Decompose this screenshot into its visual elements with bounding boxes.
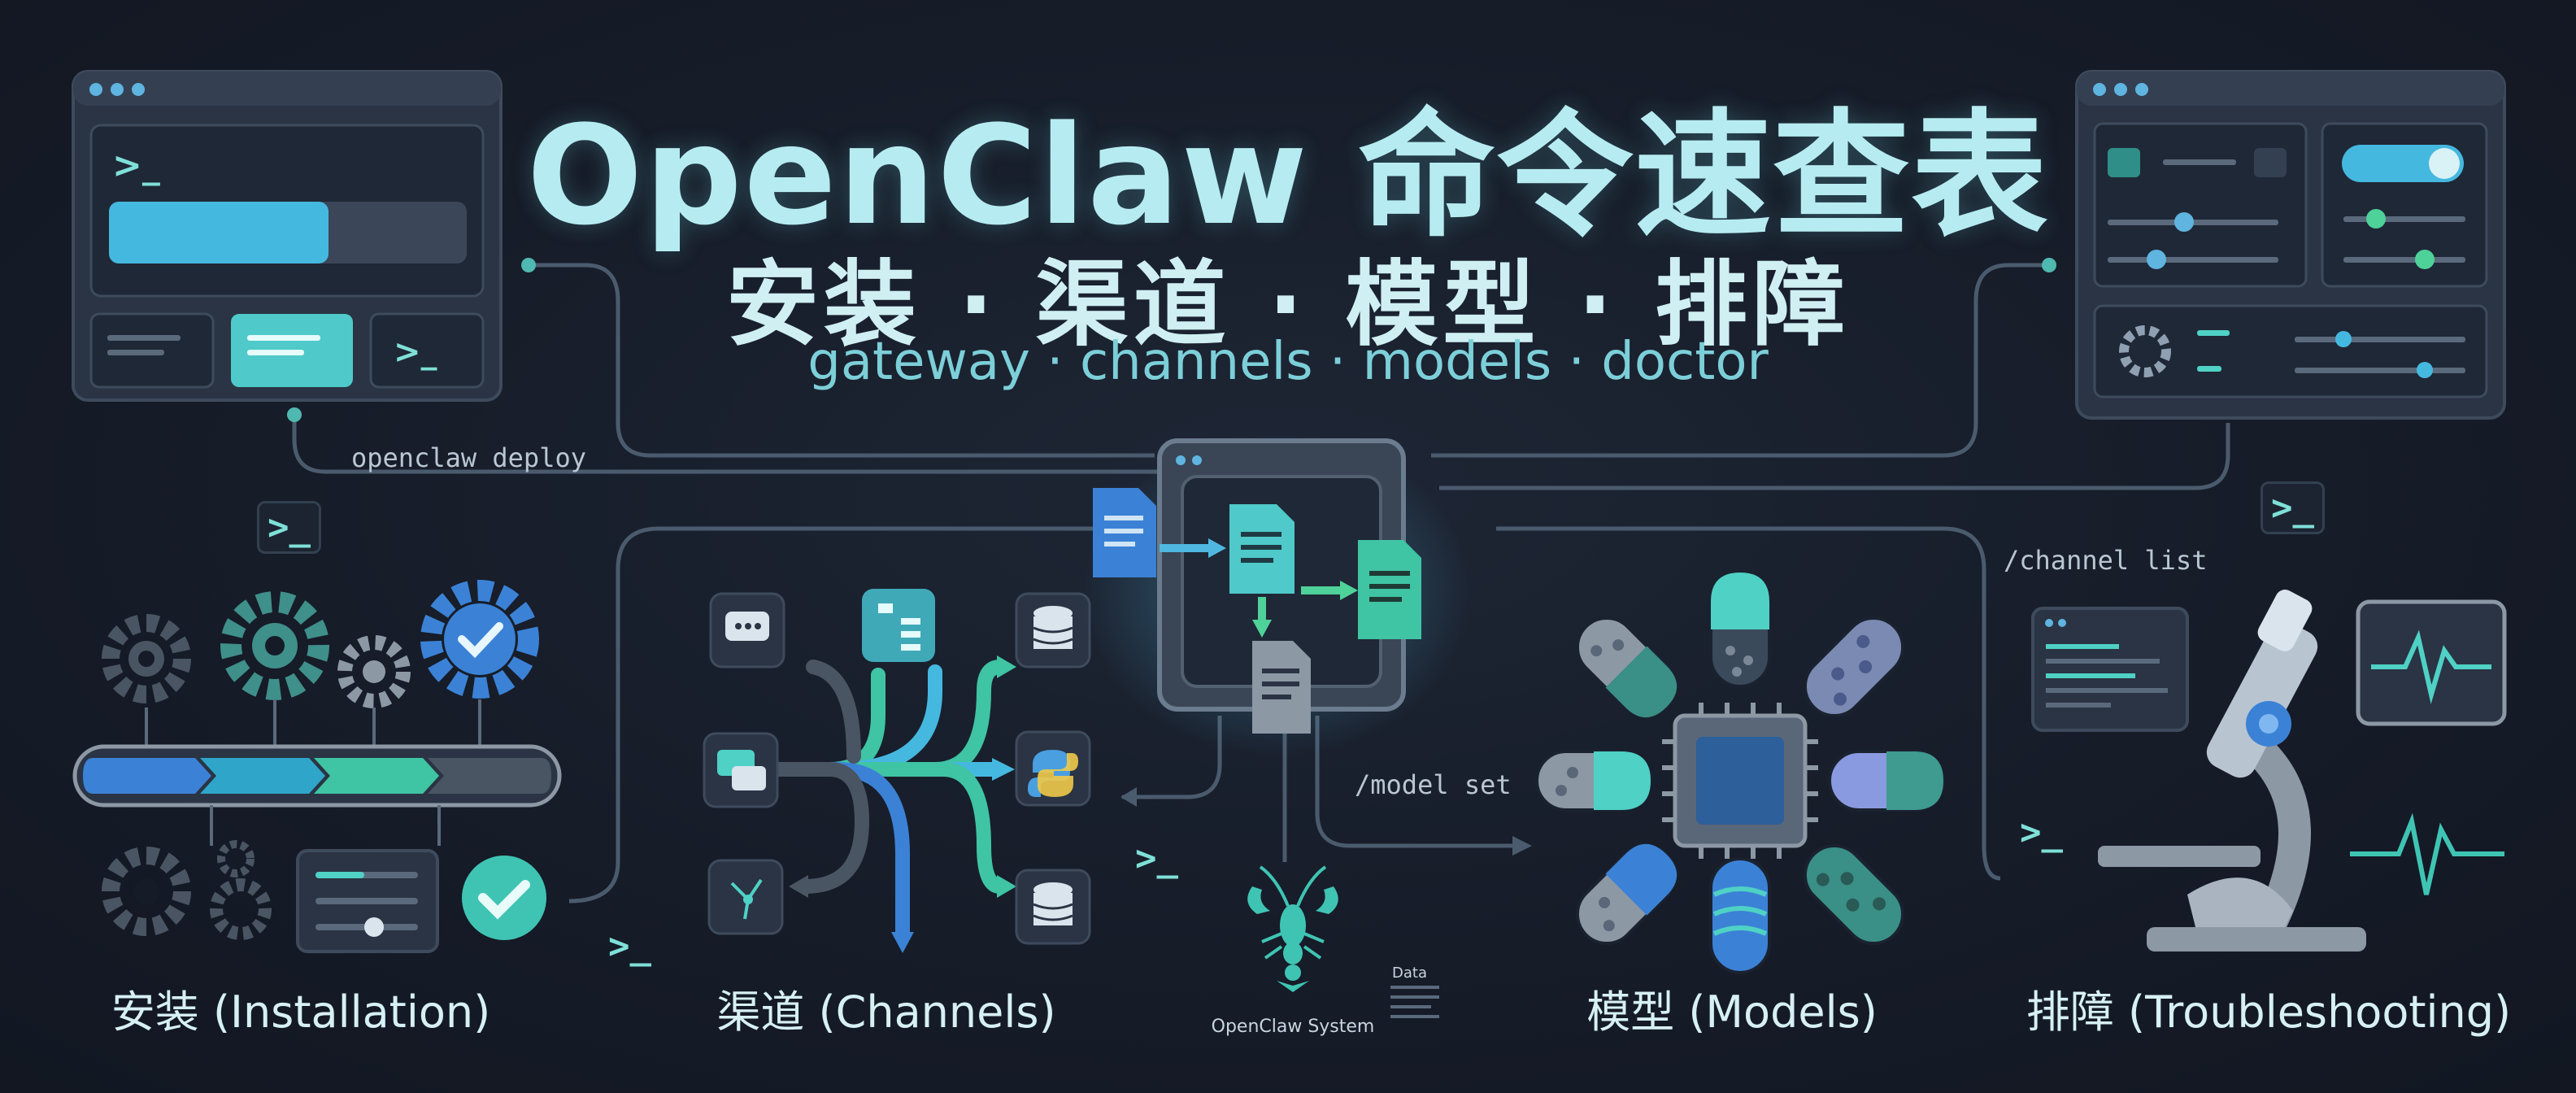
system-caption: OpenClaw System <box>1211 1017 1375 1037</box>
page-subtitle: 安装 · 渠道 · 模型 · 排障 <box>725 250 1851 359</box>
pill-icon <box>1828 750 1945 812</box>
gear-icon <box>210 840 272 940</box>
settings-window-icon <box>2075 70 2506 420</box>
section-label-troubleshooting: 排障 (Troubleshooting) <box>2026 986 2512 1038</box>
database-icon <box>1015 869 1091 945</box>
pill-icon <box>1575 843 1677 946</box>
pill-icon <box>1709 857 1771 974</box>
channels-illustration <box>703 589 1091 953</box>
prompt-glyph-troubleshooting: >_ <box>2020 812 2063 853</box>
pill-icon <box>1535 750 1652 812</box>
gear-icon <box>102 847 191 936</box>
progress-bar <box>72 744 562 808</box>
deploy-command: openclaw deploy <box>351 442 586 473</box>
svg-text:>_: >_ <box>112 145 160 186</box>
processor-illustration <box>1081 431 1472 756</box>
heartbeat-line-icon <box>2350 812 2504 895</box>
chat-bubble-icon <box>709 592 785 668</box>
page-title: OpenClaw 命令速查表 <box>526 96 2050 255</box>
pill-icon <box>1575 616 1677 718</box>
pill-icon <box>1803 616 1905 718</box>
channel-list-command: /channel list <box>2004 545 2208 576</box>
prompt-glyph-installation: >_ <box>608 925 651 967</box>
pill-icon <box>1803 843 1905 946</box>
monitor-icon <box>2356 599 2507 726</box>
database-icon <box>1015 592 1091 668</box>
document-icon <box>1093 488 1156 577</box>
document-icon <box>1229 504 1295 594</box>
code-window-icon <box>2031 607 2189 732</box>
check-circle-icon <box>462 856 546 940</box>
section-label-channels: 渠道 (Channels) <box>716 986 1056 1038</box>
section-label-installation: 安装 (Installation) <box>111 986 491 1038</box>
slider-panel-icon <box>296 849 439 953</box>
gear-icon <box>102 614 191 703</box>
gear-icon <box>337 635 411 708</box>
chip-icon <box>1662 703 1818 859</box>
installation-illustration <box>72 580 562 953</box>
model-set-command: /model set <box>1355 769 1512 800</box>
data-caption: Data <box>1392 965 1427 982</box>
gear-icon <box>220 591 329 700</box>
prompt-glyph-channels: >_ <box>1135 838 1178 879</box>
document-icon <box>1252 641 1311 734</box>
flowchart-icon <box>862 589 935 662</box>
data-lines-icon <box>1390 986 1439 1018</box>
prompt-badge-installation: >_ <box>257 501 321 554</box>
models-illustration <box>1535 571 1945 974</box>
python-icon <box>1015 730 1091 807</box>
chat-icon <box>703 732 779 808</box>
command-groups-tagline: gateway · channels · models · doctor <box>807 332 1769 392</box>
svg-text:>_: >_ <box>394 333 437 371</box>
prompt-badge-troubleshooting: >_ <box>2261 481 2325 534</box>
terminal-window-icon: >_ >_ <box>72 70 503 402</box>
lobster-icon <box>1247 865 1338 992</box>
network-icon <box>707 859 784 935</box>
pill-icon <box>1709 571 1771 688</box>
troubleshooting-illustration <box>2031 590 2507 951</box>
check-gear-icon <box>420 580 539 699</box>
document-icon <box>1358 540 1421 639</box>
microscope-icon <box>2098 590 2366 951</box>
section-label-models: 模型 (Models) <box>1586 986 1878 1038</box>
